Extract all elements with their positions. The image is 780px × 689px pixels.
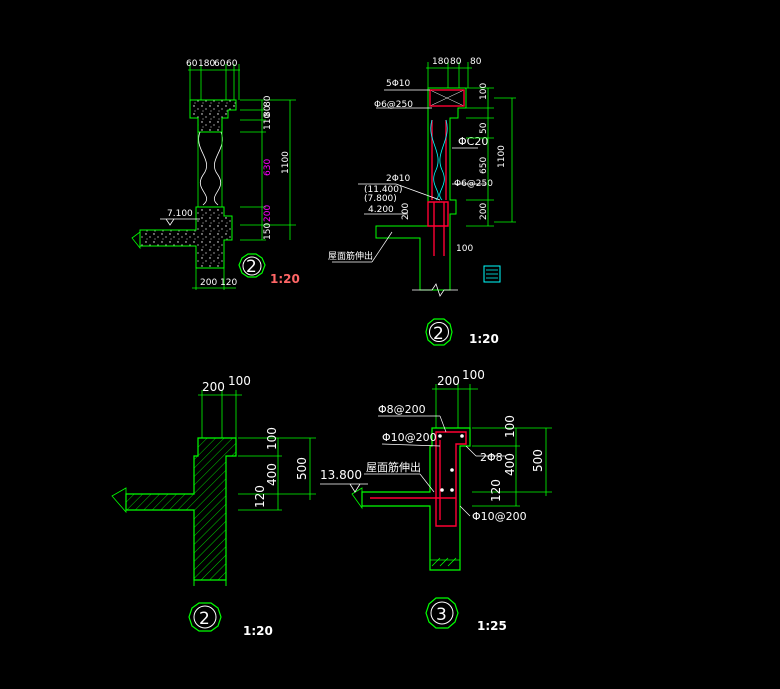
detail-d-right-dimensions [472,427,552,507]
detail-a-dim-630: 630 [263,159,273,176]
detail-c-bubble [188,602,222,632]
detail-b-bubble-number: 2 [433,324,444,344]
detail-d-label-phi10-200: Φ10@200 [382,431,437,444]
detail-c-dim-400: 400 [265,463,279,486]
detail-a-dim-110: 110 [263,113,273,130]
detail-c-top-dimensions [198,390,242,438]
detail-b-dim-bottom-100: 100 [456,244,473,254]
detail-d-section [351,427,471,571]
detail-b-dim-100: 100 [479,83,489,100]
detail-b-top-dimensions [426,62,472,88]
detail-c-dim-500: 500 [295,457,309,480]
detail-d-label-phi10-200-bottom: Φ10@200 [472,510,527,523]
detail-a-dim-180: 180 [198,59,215,69]
detail-b-dim-650: 650 [479,157,489,174]
detail-d-dim-500: 500 [531,449,545,472]
detail-d-label-roof-rebar: 屋面筋伸出 [366,460,421,474]
detail-c-dim-100-right: 100 [265,427,279,450]
detail-c: 200 100 100 400 120 500 2 1:20 [111,374,316,638]
detail-d-bubble-number: 3 [436,605,447,625]
detail-a-dim-80b: 80 [263,95,273,107]
detail-b-label-phic20: ΦC20 [458,135,488,148]
detail-d-rebar [370,431,467,527]
detail-b-dim-80a: 80 [450,57,462,67]
detail-c-section [111,437,237,586]
detail-d-dim-200: 200 [437,374,460,388]
detail-a: 60 180 60 60 7.100 [131,59,300,290]
detail-b-label-roof-rebar: 屋面筋伸出 [328,250,373,262]
detail-c-dim-120: 120 [253,485,267,508]
detail-c-scale: 1:20 [243,624,273,638]
detail-a-dim-150: 150 [263,223,273,240]
detail-c-bubble-number: 2 [199,609,210,629]
detail-b-hatch-swatch [483,265,501,283]
detail-d-leaders [364,415,506,517]
detail-a-bubble-number: 2 [246,257,257,277]
detail-b-label-4200: 4.200 [368,205,394,215]
detail-b-label-7800: (7.800) [364,194,397,204]
detail-b-label-11400: (11.400) [364,185,403,195]
detail-a-level-marker [160,218,200,226]
detail-b-dim-200: 200 [479,203,489,220]
detail-b-label-2phi10: 2Φ10 [386,174,411,184]
detail-a-bubble [238,253,266,278]
detail-b: 180 80 80 [328,57,516,346]
detail-d-top-dimensions [432,384,478,428]
detail-d-dim-100-right: 100 [503,415,517,438]
detail-d-rebar-dots [438,434,464,492]
detail-a-dim-60b: 60 [214,59,226,69]
detail-b-baluster [430,119,448,201]
detail-a-coping [189,99,237,133]
detail-d-dim-120: 120 [489,479,503,502]
detail-b-dim-50: 50 [479,122,489,134]
detail-b-label-5phi10: 5Φ10 [386,79,411,89]
detail-a-dim-120-bottom: 120 [220,278,237,288]
detail-b-leaders [332,89,486,263]
detail-b-hatch-lines [486,269,498,279]
detail-b-label-phi6-250: Φ6@250 [374,100,413,110]
detail-d-dim-100: 100 [462,368,485,382]
detail-b-rebar [427,89,465,256]
detail-d-label-phi8-200: Φ8@200 [378,403,426,416]
detail-d: 200 100 Φ8@200 Φ10@200 [320,368,552,633]
detail-b-dim-1100: 1100 [497,145,507,168]
detail-d-dim-400: 400 [503,453,517,476]
detail-b-break-mark [412,283,458,297]
detail-b-dim-180: 180 [432,57,449,67]
detail-a-dim-60a: 60 [186,59,198,69]
detail-c-right-dimensions [238,437,316,511]
detail-b-right-dimensions [466,87,516,227]
detail-b-label-phi6-250-right: Φ6@250 [454,179,493,189]
detail-b-bubble [425,318,453,346]
detail-b-dim-left-200: 200 [401,203,411,220]
detail-b-scale: 1:20 [469,332,499,346]
detail-a-dim-200-bottom: 200 [200,278,217,288]
detail-a-base [131,206,233,290]
detail-a-scale: 1:20 [270,272,300,286]
detail-a-dim-80a: 80 [263,105,273,117]
detail-c-dim-100: 100 [228,374,251,388]
detail-a-baluster [197,131,223,207]
detail-d-level-marker [320,483,368,493]
detail-a-level: 7.100 [167,209,193,219]
detail-c-dim-200: 200 [202,380,225,394]
detail-a-dim-1100: 1100 [281,151,291,174]
detail-d-bubble [425,597,459,629]
detail-d-label-2phi8: 2Φ8 [480,451,503,464]
detail-b-dim-80b: 80 [470,57,482,67]
detail-a-right-dimensions [240,99,296,241]
detail-d-label-13800: 13.800 [320,468,362,482]
detail-d-scale: 1:25 [477,619,507,633]
detail-a-top-dimensions [188,64,240,100]
detail-a-dim-200: 200 [263,205,273,222]
detail-a-dim-60c: 60 [226,59,238,69]
